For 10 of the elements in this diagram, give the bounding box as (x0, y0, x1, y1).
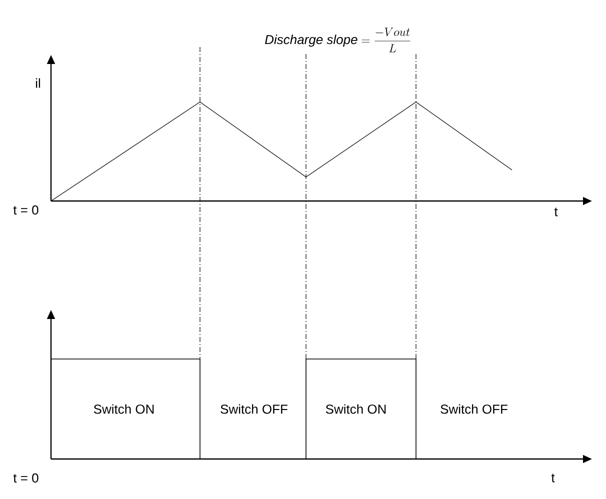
interval-label: Switch OFF (440, 404, 508, 414)
interval-label: Switch OFF (220, 404, 288, 414)
axis-label: t (554, 208, 558, 216)
axis-label: t = 0 (13, 473, 38, 483)
axis-label: il (36, 78, 40, 88)
interval-label: Switch ON (94, 404, 154, 414)
formula: $\mathit{Discharge\ slope} = \frac{-Vout}{L}$ (265, 28, 410, 52)
axis-label: t = 0 (13, 205, 38, 215)
axis-label: t (551, 474, 555, 482)
interval-label: Switch ON (326, 404, 386, 414)
